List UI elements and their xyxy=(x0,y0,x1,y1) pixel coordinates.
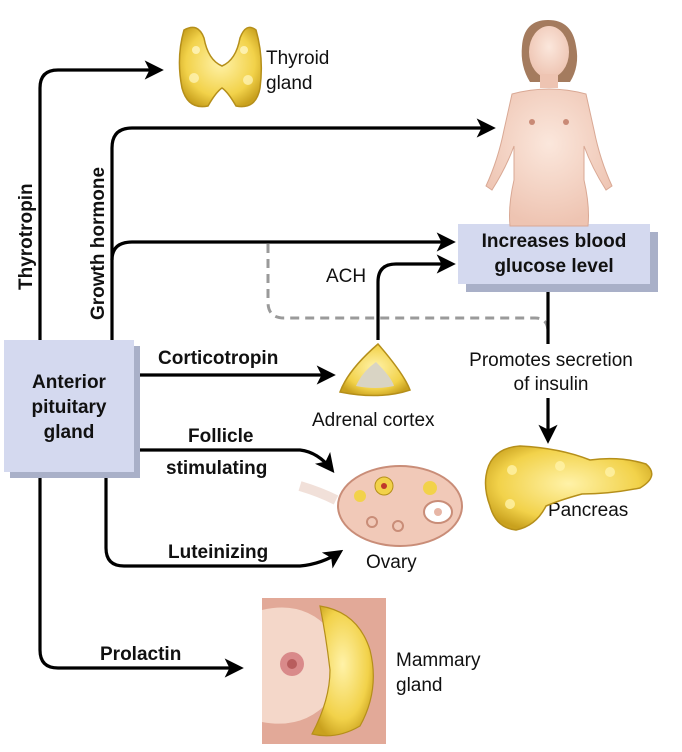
ach-label: ACH xyxy=(326,266,366,287)
insulin-label-line1: Promotes secretion xyxy=(469,350,633,371)
ovary-icon xyxy=(298,465,463,547)
adrenal-cortex-icon xyxy=(338,342,411,397)
female-body-icon xyxy=(485,20,613,227)
ovary-label: Ovary xyxy=(366,552,417,573)
thyrotropin-arrow xyxy=(38,60,164,340)
anterior-pituitary-box: Anterior pituitary gland xyxy=(4,340,140,478)
insulin-label-line2: of insulin xyxy=(514,374,589,395)
thyroid-gland-icon xyxy=(178,26,263,108)
thyrotropin-label: Thyrotropin xyxy=(16,183,37,290)
growth-hormone-body-arrow xyxy=(110,118,496,340)
pancreas-label: Pancreas xyxy=(548,500,628,521)
corticotropin-label: Corticotropin xyxy=(158,348,278,369)
mammary-label-line2: gland xyxy=(396,675,443,696)
pancreas-icon xyxy=(484,445,653,531)
prolactin-label: Prolactin xyxy=(100,644,181,665)
glucose-line2: glucose level xyxy=(494,256,613,277)
glucose-line1: Increases blood xyxy=(482,231,627,252)
luteinizing-label: Luteinizing xyxy=(168,542,268,563)
growth-hormone-label: Growth hormone xyxy=(88,167,109,320)
glucose-effect-box: Increases blood glucose level xyxy=(458,224,658,292)
thyroid-label-line2: gland xyxy=(266,73,313,94)
adrenal-label: Adrenal cortex xyxy=(312,410,435,431)
mammary-label-line1: Mammary xyxy=(396,650,481,671)
mammary-gland-icon xyxy=(262,598,386,744)
luteinizing-arrow xyxy=(104,478,344,569)
hub-line3: gland xyxy=(44,422,95,443)
follicle-label-line2: stimulating xyxy=(166,458,267,479)
hub-line1: Anterior xyxy=(32,372,107,393)
hub-line2: pituitary xyxy=(32,397,107,418)
follicle-label-line1: Follicle xyxy=(188,426,253,447)
ach-arrow xyxy=(376,254,456,340)
prolactin-arrow xyxy=(38,478,244,678)
follicle-stimulating-arrow xyxy=(140,448,335,474)
thyroid-label-line1: Thyroid xyxy=(266,48,329,69)
growth-hormone-glucose-arrow xyxy=(110,232,456,261)
